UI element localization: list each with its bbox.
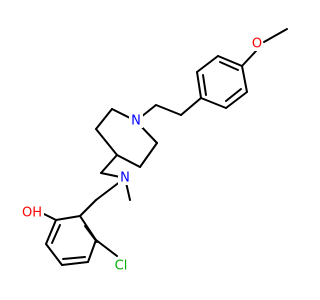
methoxy-oxygen-label: O	[252, 37, 262, 52]
molecule-structure: O N N OH Cl	[20, 28, 288, 274]
piperidine-nitrogen-label: N	[131, 114, 141, 129]
bond	[225, 88, 242, 102]
bond	[95, 128, 118, 156]
bond	[202, 74, 207, 96]
bond	[116, 154, 141, 168]
bond	[51, 224, 61, 244]
bond	[155, 104, 182, 116]
bond	[55, 215, 81, 221]
bond	[41, 212, 57, 221]
bond	[241, 50, 257, 67]
bond	[196, 55, 219, 73]
bond	[45, 219, 57, 245]
bond	[219, 61, 239, 71]
chlorine-label: Cl	[115, 259, 128, 274]
bond	[263, 28, 288, 43]
atom-labels: O N N OH Cl	[20, 36, 263, 274]
bond	[62, 256, 86, 260]
bond	[225, 91, 248, 109]
bond	[200, 97, 227, 109]
bond	[95, 239, 118, 257]
bond	[217, 55, 243, 67]
amine-nitrogen-label: N	[120, 171, 130, 186]
bond	[61, 261, 89, 266]
bond	[84, 225, 98, 243]
bond	[196, 71, 202, 99]
bond	[79, 199, 97, 217]
hydroxyl-label: OH	[22, 206, 42, 221]
bond	[100, 154, 118, 174]
bond	[241, 65, 248, 93]
bonds	[41, 28, 288, 266]
bond	[87, 239, 97, 263]
bond	[45, 243, 63, 266]
bond	[180, 97, 202, 116]
bond	[139, 142, 158, 168]
bond	[95, 108, 113, 130]
